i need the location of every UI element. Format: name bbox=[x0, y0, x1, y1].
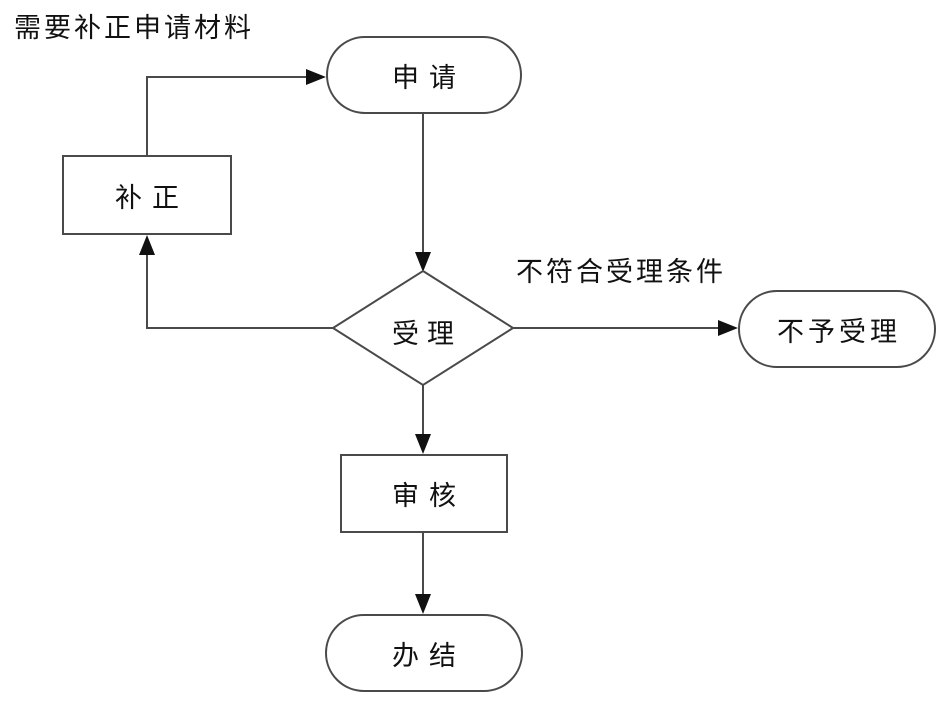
node-accept-label: 受理 bbox=[392, 319, 462, 349]
node-supplement: 补正 bbox=[62, 155, 232, 235]
node-apply-label: 申请 bbox=[392, 62, 466, 93]
edge-label-need-supplement: 需要补正申请材料 bbox=[14, 13, 254, 43]
edge-label-not-meet-acceptance: 不符合受理条件 bbox=[516, 257, 726, 287]
arrowhead-into-review bbox=[415, 434, 431, 454]
node-supplement-label: 补正 bbox=[115, 182, 189, 213]
node-reject: 不予受理 bbox=[738, 290, 936, 368]
node-complete-label: 办结 bbox=[392, 640, 466, 671]
edge-accept-to-supplement bbox=[146, 255, 333, 329]
arrowhead-into-apply bbox=[306, 69, 326, 85]
node-review: 审核 bbox=[340, 454, 508, 533]
arrowhead-into-accept bbox=[415, 252, 431, 272]
arrowhead-into-reject bbox=[718, 320, 738, 336]
node-complete: 办结 bbox=[325, 614, 523, 692]
node-reject-label: 不予受理 bbox=[777, 316, 901, 347]
edge-supplement-to-apply bbox=[146, 76, 308, 155]
arrowhead-into-supplement bbox=[139, 235, 155, 255]
arrowhead-into-complete bbox=[415, 594, 431, 614]
node-apply: 申请 bbox=[326, 36, 522, 114]
node-review-label: 审核 bbox=[392, 481, 466, 511]
node-accept-diamond bbox=[331, 269, 515, 387]
